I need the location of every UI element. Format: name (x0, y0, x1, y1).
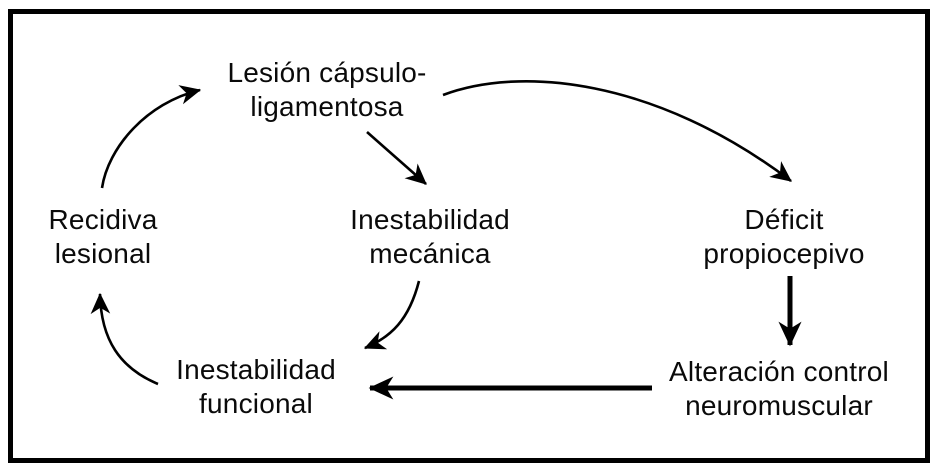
node-label-line: Alteración control (669, 356, 889, 387)
arrow-mecanica-to-funcional (363, 280, 421, 350)
arrow-funcional-to-recidiva (90, 292, 159, 386)
node-label-line: ligamentosa (250, 91, 404, 122)
node-inestabilidad-mecanica: Inestabilidad mecánica (350, 203, 510, 271)
node-label-line: funcional (199, 388, 313, 419)
node-label-line: Recidiva (48, 204, 158, 235)
node-label-line: Déficit (744, 204, 824, 235)
node-lesion-capsulo-ligamentosa: Lesión cápsulo- ligamentosa (227, 56, 426, 124)
node-label-line: Inestabilidad (350, 204, 510, 235)
node-label-line: Lesión cápsulo- (227, 57, 427, 88)
diagram-border (8, 9, 930, 463)
arrow-lesion-to-deficit (442, 80, 792, 183)
arrow-recidiva-to-lesion (100, 85, 202, 189)
node-inestabilidad-funcional: Inestabilidad funcional (176, 353, 336, 421)
node-deficit-propiocepivo: Déficit propiocepivo (703, 203, 864, 271)
node-label-line: mecánica (369, 238, 491, 269)
node-label-line: Inestabilidad (176, 354, 336, 385)
node-label-line: propiocepivo (703, 238, 865, 269)
node-label-line: lesional (54, 238, 152, 269)
node-alteracion-control-neuromuscular: Alteración control neuromuscular (669, 355, 889, 423)
node-label-line: neuromuscular (685, 390, 873, 421)
arrow-lesion-to-mecanica (366, 131, 427, 185)
node-recidiva-lesional: Recidiva lesional (49, 203, 158, 271)
